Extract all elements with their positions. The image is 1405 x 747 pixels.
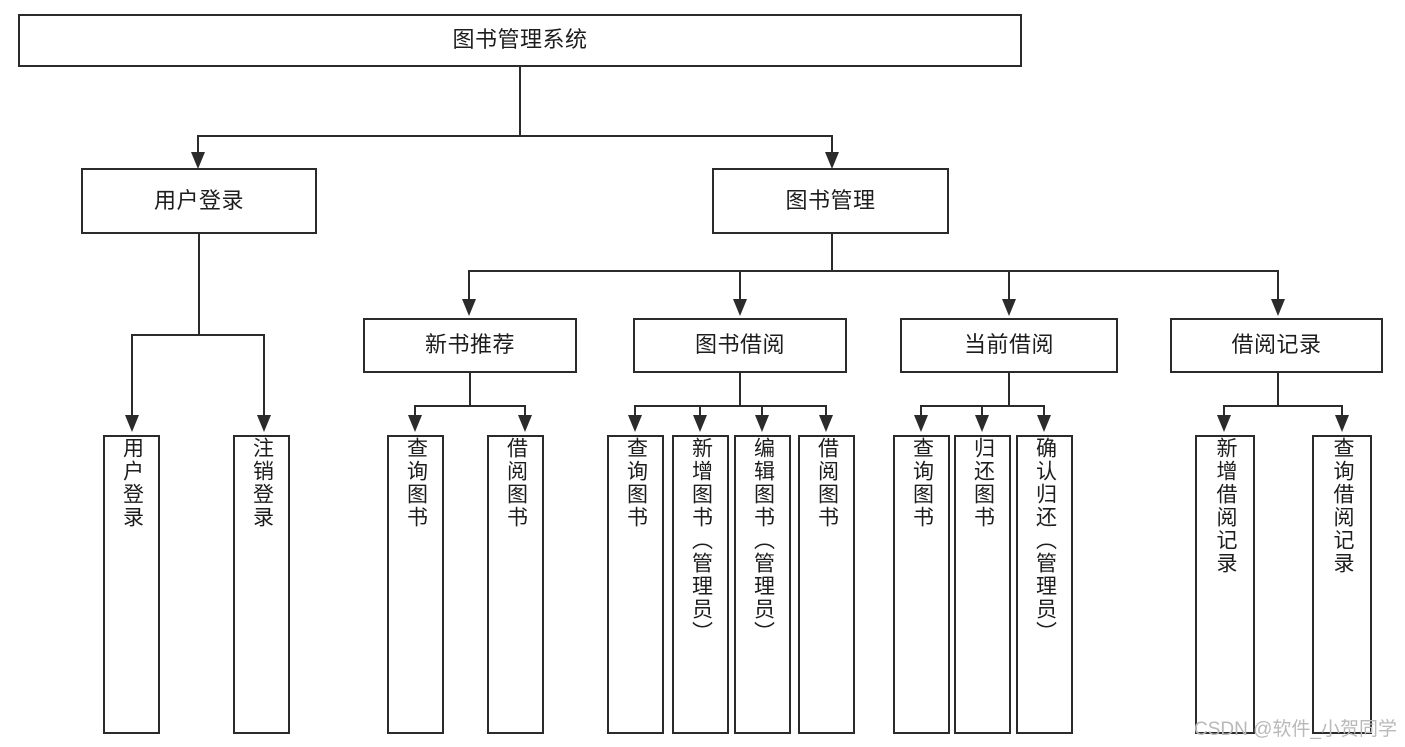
connector-borrow-record-stem — [1277, 373, 1279, 407]
connector-book-manage-to-l2-3 — [1008, 270, 1010, 302]
node-leaf-confirm-return[interactable]: 确认归还（管理员） — [1016, 435, 1073, 734]
connector-root-to-book-manage — [831, 135, 833, 157]
arrow-book-manage-to-l2-4 — [1271, 299, 1285, 316]
connector-book-manage-stem — [831, 234, 833, 272]
arrow-current-borrow-to-leaf2 — [975, 415, 989, 432]
node-leaf-borrow-book-1[interactable]: 借阅图书 — [487, 435, 544, 734]
node-label: 图书借阅 — [694, 332, 785, 358]
arrow-borrow-record-to-leaf1 — [1217, 415, 1231, 432]
connector-book-borrow-to-leaf1 — [634, 405, 636, 418]
node-leaf-edit-book[interactable]: 编辑图书（管理员） — [734, 435, 791, 734]
connector-current-borrow-to-leaf2 — [981, 405, 983, 418]
arrow-book-borrow-to-leaf1 — [628, 415, 642, 432]
connector-new-book-stem — [469, 373, 471, 407]
node-label: 归还图书 — [971, 437, 995, 529]
connector-user-login-to-leaf1 — [131, 334, 133, 418]
node-leaf-query-book-1[interactable]: 查询图书 — [387, 435, 444, 734]
arrow-borrow-record-to-leaf2 — [1335, 415, 1349, 432]
arrow-user-login-to-leaf1 — [125, 415, 139, 432]
connector-current-borrow-to-leaf3 — [1043, 405, 1045, 418]
connector-new-book-bus — [414, 405, 526, 407]
arrow-user-login-to-leaf2 — [257, 415, 271, 432]
node-label: 用户登录 — [153, 187, 244, 213]
connector-book-borrow-to-leaf2 — [699, 405, 701, 418]
node-label: 借阅图书 — [504, 437, 528, 529]
connector-book-borrow-to-leaf3 — [761, 405, 763, 418]
connector-borrow-record-to-leaf1 — [1223, 405, 1225, 418]
connector-book-borrow-to-leaf4 — [825, 405, 827, 418]
node-label: 图书管理 — [785, 187, 876, 213]
connector-book-borrow-stem — [739, 373, 741, 407]
node-label: 查询借阅记录 — [1331, 437, 1355, 575]
node-label: 查询图书 — [624, 437, 648, 529]
node-label: 注销登录 — [250, 437, 274, 529]
node-label: 新书推荐 — [424, 332, 515, 358]
arrow-book-borrow-to-leaf2 — [693, 415, 707, 432]
node-label: 查询图书 — [910, 437, 934, 529]
arrow-root-to-user-login — [191, 152, 205, 169]
arrow-book-manage-to-l2-3 — [1002, 299, 1016, 316]
node-label: 当前借阅 — [963, 332, 1054, 358]
connector-new-book-to-leaf2 — [524, 405, 526, 418]
connector-borrow-record-to-leaf2 — [1341, 405, 1343, 418]
node-current-borrow[interactable]: 当前借阅 — [900, 318, 1118, 373]
arrow-current-borrow-to-leaf3 — [1037, 415, 1051, 432]
node-root-system[interactable]: 图书管理系统 — [18, 14, 1022, 67]
connector-book-manage-bus — [468, 270, 1277, 272]
node-leaf-return-book[interactable]: 归还图书 — [954, 435, 1011, 734]
arrow-book-borrow-to-leaf4 — [819, 415, 833, 432]
node-leaf-user-login[interactable]: 用户登录 — [103, 435, 160, 734]
node-new-book-recommend[interactable]: 新书推荐 — [363, 318, 577, 373]
arrow-book-manage-to-l2-1 — [462, 299, 476, 316]
connector-book-manage-to-l2-2 — [739, 270, 741, 302]
connector-book-borrow-bus — [634, 405, 826, 407]
connector-current-borrow-to-leaf1 — [920, 405, 922, 418]
node-label: 新增借阅记录 — [1214, 437, 1238, 575]
node-leaf-query-record[interactable]: 查询借阅记录 — [1312, 435, 1372, 734]
node-label: 查询图书 — [404, 437, 428, 529]
connector-user-login-stem — [198, 234, 200, 335]
arrow-new-book-to-leaf2 — [518, 415, 532, 432]
node-leaf-add-book[interactable]: 新增图书（管理员） — [672, 435, 729, 734]
node-leaf-logout-login[interactable]: 注销登录 — [233, 435, 290, 734]
arrow-new-book-to-leaf1 — [408, 415, 422, 432]
node-label: 借阅记录 — [1231, 332, 1322, 358]
node-borrow-record[interactable]: 借阅记录 — [1170, 318, 1383, 373]
connector-book-manage-to-l2-1 — [468, 270, 470, 302]
arrow-root-to-book-manage — [825, 152, 839, 169]
connector-user-login-bus — [131, 334, 265, 336]
connector-new-book-to-leaf1 — [414, 405, 416, 418]
node-label: 编辑图书（管理员） — [751, 437, 775, 644]
node-leaf-add-record[interactable]: 新增借阅记录 — [1195, 435, 1255, 734]
connector-root-to-user-login — [197, 135, 199, 157]
connector-book-manage-to-l2-4 — [1277, 270, 1279, 302]
node-book-manage[interactable]: 图书管理 — [712, 168, 949, 234]
arrow-current-borrow-to-leaf1 — [914, 415, 928, 432]
node-label: 新增图书（管理员） — [689, 437, 713, 644]
connector-current-borrow-stem — [1008, 373, 1010, 407]
node-label: 借阅图书 — [815, 437, 839, 529]
arrow-book-manage-to-l2-2 — [733, 299, 747, 316]
connector-root-bus — [197, 135, 833, 137]
node-label: 用户登录 — [120, 437, 144, 529]
connector-borrow-record-bus — [1223, 405, 1342, 407]
node-leaf-query-book-2[interactable]: 查询图书 — [607, 435, 664, 734]
arrow-book-borrow-to-leaf3 — [755, 415, 769, 432]
node-book-borrow[interactable]: 图书借阅 — [633, 318, 847, 373]
connector-user-login-to-leaf2 — [263, 334, 265, 418]
node-label: 确认归还（管理员） — [1033, 437, 1057, 644]
node-leaf-query-book-3[interactable]: 查询图书 — [893, 435, 950, 734]
node-leaf-borrow-book-2[interactable]: 借阅图书 — [798, 435, 855, 734]
connector-root-stem — [519, 67, 521, 135]
node-user-login[interactable]: 用户登录 — [81, 168, 317, 234]
node-label: 图书管理系统 — [452, 27, 588, 53]
